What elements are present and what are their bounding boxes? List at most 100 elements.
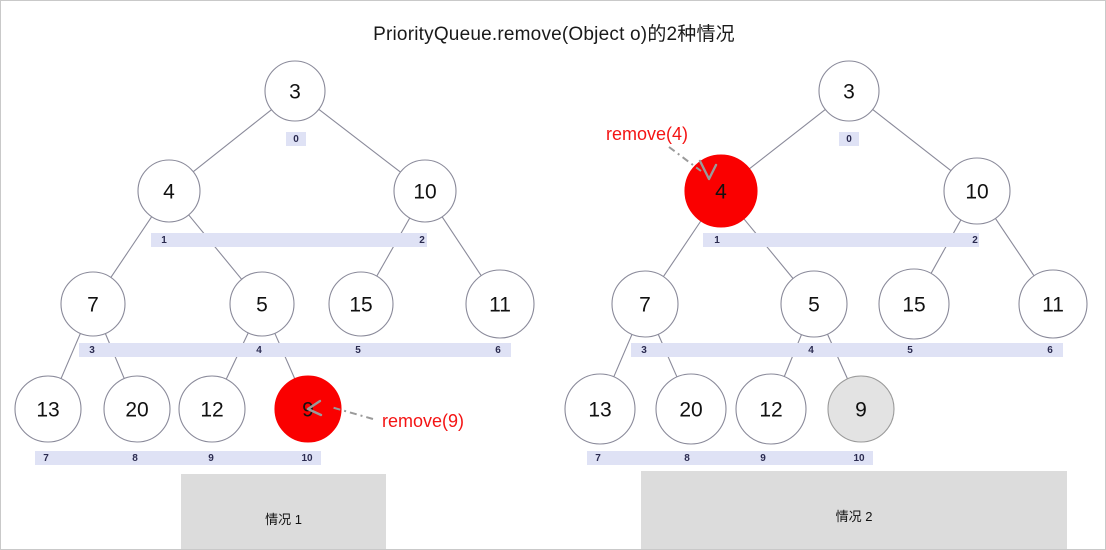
tree-node-label: 4 xyxy=(715,181,727,204)
tree-node-15 xyxy=(878,268,950,340)
index-label: 2 xyxy=(972,235,978,246)
case-2-caption: 情况 2 删除的不是最后一个元素 从删除点开始以最后一个元素为参照调用一次sif… xyxy=(641,471,1067,549)
tree-node-label: 5 xyxy=(808,294,820,317)
index-label: 5 xyxy=(355,345,361,356)
callout-leader-line xyxy=(330,406,374,420)
tree-node-11 xyxy=(1018,269,1088,339)
index-label: 1 xyxy=(714,235,720,246)
index-label: 4 xyxy=(808,345,814,356)
tree-node-9 xyxy=(827,375,895,443)
tree-node-3 xyxy=(818,60,880,122)
callout-arrow-icon xyxy=(306,399,323,417)
tree-node-7 xyxy=(611,270,679,338)
callout-arrow-icon xyxy=(698,159,718,181)
tree-node-label: 15 xyxy=(902,294,925,317)
tree-node-3 xyxy=(264,60,326,122)
tree-node-20 xyxy=(103,375,171,443)
tree-node-5 xyxy=(229,271,295,337)
tree-node-4 xyxy=(137,159,201,223)
tree-node-label: 15 xyxy=(349,294,372,317)
tree-node-label: 5 xyxy=(256,294,268,317)
tree-edge xyxy=(192,109,272,173)
index-label: 0 xyxy=(846,134,852,145)
tree-node-label: 13 xyxy=(36,399,59,422)
index-label: 9 xyxy=(760,453,766,464)
tree-node-label: 7 xyxy=(639,294,651,317)
tree-node-label: 3 xyxy=(843,81,855,104)
callout-label: remove(4) xyxy=(606,124,688,144)
tree-edge xyxy=(743,218,794,279)
tree-edge xyxy=(613,334,633,378)
tree-edge xyxy=(749,109,826,170)
index-bar xyxy=(703,233,979,247)
index-bar xyxy=(587,451,873,465)
index-label: 1 xyxy=(161,235,167,246)
case-1-caption: 情况 1 删除的是最后一个元素 直接删除即可，不需要调整 xyxy=(181,474,386,549)
tree-node-label: 12 xyxy=(200,399,223,422)
case-2-caption-heading: 情况 2 xyxy=(835,509,873,525)
tree-node-10 xyxy=(393,159,457,223)
tree-node-15 xyxy=(328,271,394,337)
index-bar xyxy=(35,451,321,465)
case-1-caption-heading: 情况 1 xyxy=(265,512,302,528)
index-label: 8 xyxy=(132,453,138,464)
index-label: 5 xyxy=(907,345,913,356)
tree-edge xyxy=(188,214,243,280)
tree-node-13 xyxy=(14,375,82,443)
tree-node-11 xyxy=(465,269,535,339)
tree-edge xyxy=(318,108,401,173)
tree-node-label: 3 xyxy=(289,81,301,104)
tree-node-12 xyxy=(735,373,807,445)
tree-node-13 xyxy=(564,373,636,445)
index-label: 3 xyxy=(641,345,647,356)
tree-node-label: 9 xyxy=(855,399,867,422)
tree-node-12 xyxy=(178,375,246,443)
index-bar xyxy=(79,343,511,357)
tree-node-label: 13 xyxy=(588,399,611,422)
tree-edge xyxy=(872,109,952,172)
tree-edge xyxy=(441,216,482,276)
tree-node-20 xyxy=(655,373,727,445)
tree-node-label: 11 xyxy=(489,294,511,317)
tree-node-7 xyxy=(60,271,126,337)
index-label: 7 xyxy=(595,453,601,464)
tree-node-label: 4 xyxy=(163,181,175,204)
tree-node-5 xyxy=(780,270,848,338)
index-label: 3 xyxy=(89,345,95,356)
tree-node-label: 10 xyxy=(965,181,988,204)
case-2-index-bars: 0 1 2 3 4 5 6 7 8 9 10 xyxy=(587,132,1063,465)
index-label: 4 xyxy=(256,345,262,356)
tree-node-label: 7 xyxy=(87,294,99,317)
tree-node-label: 11 xyxy=(1042,294,1064,317)
index-label: 8 xyxy=(684,453,690,464)
callout-leader-line xyxy=(668,146,702,172)
index-label: 9 xyxy=(208,453,214,464)
index-bar xyxy=(151,233,427,247)
tree-edge xyxy=(376,217,411,277)
tree-edge xyxy=(60,333,81,379)
index-bar xyxy=(286,132,306,146)
index-label: 6 xyxy=(495,345,501,356)
index-label: 10 xyxy=(301,453,313,464)
index-label: 2 xyxy=(419,235,425,246)
callout-label: remove(9) xyxy=(382,411,464,431)
tree-edge xyxy=(994,218,1035,277)
index-label: 6 xyxy=(1047,345,1053,356)
tree-node-4 xyxy=(684,154,758,228)
index-label: 7 xyxy=(43,453,49,464)
page-title: PriorityQueue.remove(Object o)的2种情况 xyxy=(373,24,735,45)
index-label: 0 xyxy=(293,134,299,145)
tree-edge xyxy=(110,216,153,278)
case-1-callout: remove(9) xyxy=(306,399,464,431)
tree-edge xyxy=(662,220,702,277)
index-bar xyxy=(839,132,859,146)
index-bar xyxy=(631,343,1063,357)
tree-node-label: 20 xyxy=(125,399,148,422)
index-label: 10 xyxy=(853,453,865,464)
tree-node-label: 10 xyxy=(413,181,436,204)
